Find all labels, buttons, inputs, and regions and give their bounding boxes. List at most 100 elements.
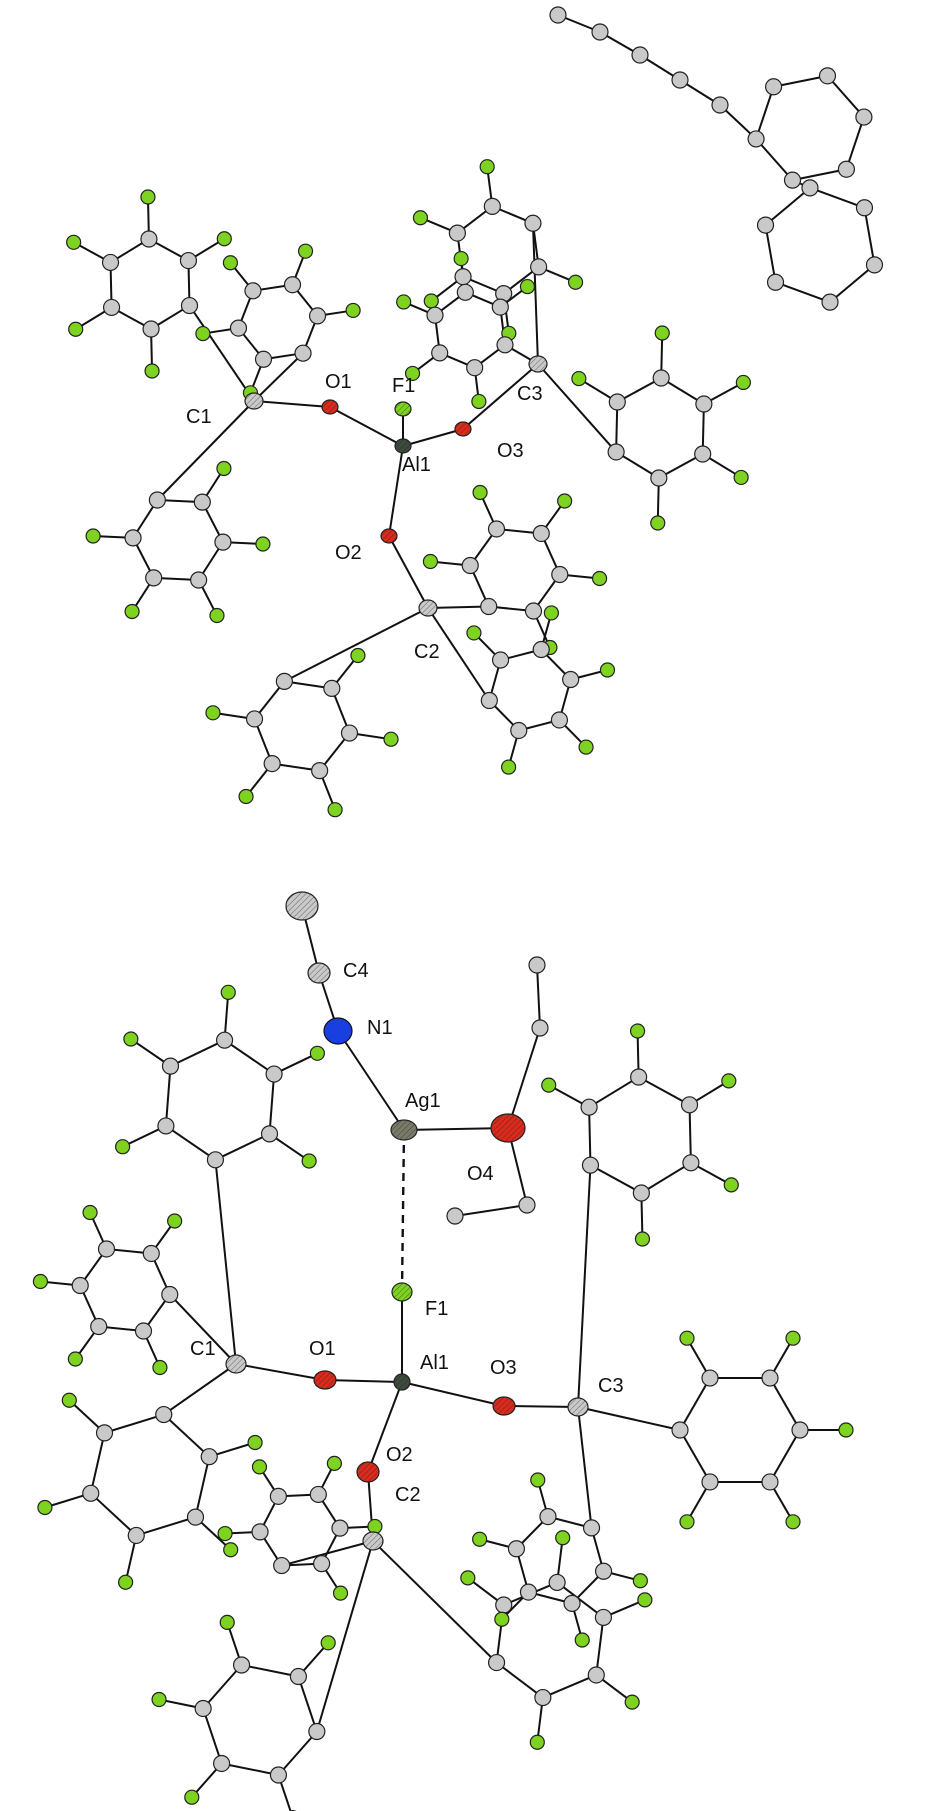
fluorine-atom [422, 553, 439, 570]
carbon-atom [783, 171, 802, 189]
carbon-atom [148, 491, 166, 509]
fluorine-atom [541, 1077, 557, 1093]
fluorine-atom [345, 302, 361, 319]
ring-bond [165, 1125, 216, 1161]
c1-atom-shading [245, 393, 263, 409]
carbon-atom [311, 762, 329, 780]
ring-bond [135, 1516, 196, 1537]
carbon-atom [251, 1523, 269, 1541]
bond [503, 1405, 579, 1408]
al1-atom-shading [395, 439, 411, 453]
ring-bond [826, 75, 865, 118]
carbon-atom [694, 445, 712, 463]
fluorine-atom [255, 536, 271, 552]
carbon-atom [630, 1068, 648, 1086]
carbon-atom [530, 258, 548, 276]
carbon-atom [519, 1583, 538, 1601]
carbon-atom [134, 1322, 153, 1340]
fluorine-atom [557, 493, 573, 509]
carbon-atom [140, 230, 158, 248]
c-aryl-bond [427, 607, 491, 702]
ring-bond [90, 1492, 137, 1537]
carbon-atom [631, 46, 649, 64]
ring-bond [556, 1581, 605, 1619]
carbon-atom [756, 216, 775, 234]
fluorine-atom [140, 189, 156, 205]
carbon-atom [766, 273, 785, 291]
carbon-atom [701, 1369, 719, 1387]
ring-bond [845, 116, 865, 170]
carbon-atom [791, 1421, 809, 1439]
carbon-atom [532, 640, 550, 659]
fluorine-atom [396, 294, 412, 310]
f1-atom-shading [392, 1283, 412, 1301]
fluorine-atom [383, 731, 399, 747]
carbon-atom [446, 1207, 464, 1225]
o1-atom-shading [314, 1371, 336, 1389]
ring-bond [170, 1039, 226, 1068]
n1-atom [323, 1017, 353, 1045]
carbon-atom [531, 1019, 549, 1037]
ring-bond [595, 1617, 605, 1676]
label-c3: C3 [517, 383, 543, 405]
carbon-atom [263, 754, 281, 773]
carbon-atom [90, 1317, 108, 1336]
fluorine-atom [222, 255, 239, 271]
carbon-atom [294, 344, 312, 362]
carbon-atom [194, 1699, 212, 1718]
fluorine-atom [367, 1518, 383, 1535]
carbon-atom [855, 108, 873, 126]
carbon-atom [480, 691, 498, 710]
ring-bond [764, 187, 811, 226]
fluorine-atom [123, 1031, 139, 1047]
top-molecule: C1 O1 F1 C3 Al1 O3 O2 C2 [66, 6, 884, 818]
carbon-atom [550, 711, 569, 729]
carbon-atom [680, 1096, 699, 1114]
carbon-atom [426, 306, 444, 324]
fluorine-atom [350, 647, 366, 664]
carbon-atom [563, 1594, 581, 1612]
ring-bond [792, 168, 847, 182]
bottom-molecule: C4 N1 Ag1 O4 F1 C1 O1 Al1 O3 C3 O2 C2 [32, 891, 854, 1811]
fluorine-atom [529, 1734, 545, 1750]
fluorine-atom [205, 705, 221, 721]
fluorine-atom [118, 1574, 134, 1590]
c-aryl-bond [537, 363, 617, 453]
ring-bond [773, 74, 828, 88]
carbon-atom [200, 1448, 218, 1466]
bond [454, 1204, 528, 1217]
label-c2: C2 [395, 1484, 421, 1506]
fluorine-atom [37, 1499, 53, 1516]
fluorine-atom [555, 1530, 571, 1546]
carbon-atom [142, 320, 160, 338]
al1-atom-shading [394, 1374, 410, 1390]
f1-atom-shading [395, 402, 411, 416]
ring-bond [775, 281, 831, 304]
carbon-atom [582, 1519, 601, 1537]
carbon-atom [269, 1487, 287, 1505]
ring-bond [863, 207, 876, 266]
carbon-atom [671, 71, 689, 89]
carbon-atom [524, 214, 542, 232]
label-al1: Al1 [420, 1352, 449, 1374]
fluorine-atom [209, 607, 225, 624]
carbon-atom [487, 1653, 506, 1672]
label-f1: F1 [425, 1298, 448, 1320]
carbon-atom [652, 369, 670, 387]
carbon-atom [340, 724, 359, 742]
fluorine-atom [61, 1392, 77, 1408]
label-c2: C2 [414, 641, 440, 663]
ring-bond [221, 1762, 279, 1776]
c-aryl-bond [372, 1540, 498, 1664]
bond [337, 1030, 405, 1131]
fluorine-atom [195, 325, 211, 342]
ring-bond [755, 86, 775, 140]
c3-atom-shading [568, 1398, 588, 1416]
fluorine-atom [327, 802, 343, 818]
carbon-atom [155, 1405, 173, 1424]
ring-bond [588, 1107, 592, 1166]
c-aryl-bond [163, 1363, 237, 1416]
fluorine-atom [654, 325, 670, 341]
fluorine-atom [479, 159, 495, 175]
c-aryl-bond [577, 1165, 592, 1408]
